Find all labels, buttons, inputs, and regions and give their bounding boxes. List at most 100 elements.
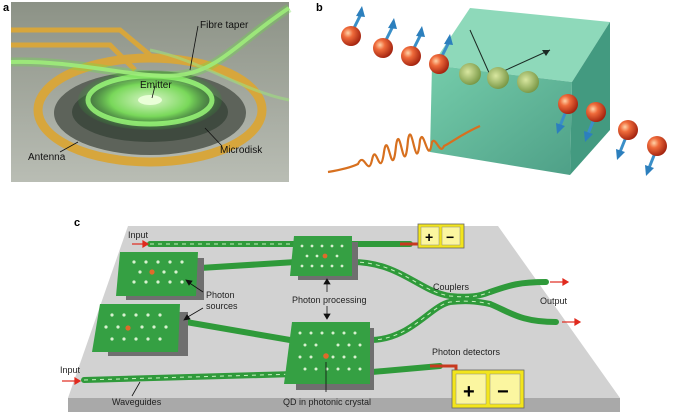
spin-6-head	[584, 131, 593, 142]
battery-top-minus: −	[446, 229, 454, 245]
spin-3-head	[416, 26, 425, 37]
hole	[353, 331, 357, 335]
hole	[134, 337, 138, 341]
hole	[342, 355, 346, 359]
hole	[330, 244, 334, 248]
battery-top-minus-cell	[441, 226, 461, 246]
hole	[310, 244, 314, 248]
hole	[152, 325, 156, 329]
leader-processing-up-head	[323, 278, 331, 285]
hole	[298, 355, 302, 359]
hole	[320, 244, 324, 248]
battery-top-plus-cell	[420, 226, 440, 246]
leader-waveguides	[131, 381, 141, 397]
arrow-output-top-head	[562, 277, 570, 287]
hole	[300, 244, 304, 248]
photon-source-1-slab	[116, 252, 198, 296]
panel-a: a Fibre taper Emitter Antenna Microdisk	[3, 2, 292, 182]
waveguide-dashes	[83, 243, 491, 381]
battery-bottom-plus-cell	[455, 373, 487, 405]
input-top-label: Input	[128, 230, 149, 240]
antenna-leader	[59, 141, 79, 153]
hole	[180, 280, 184, 284]
atom-4	[429, 54, 449, 74]
photon-source-2	[92, 304, 188, 356]
qd-label: QD in photonic crystal	[283, 397, 371, 407]
leader-processing-down-head	[323, 313, 331, 320]
spin-4-head	[444, 34, 453, 45]
hole	[168, 260, 172, 264]
fibre-taper-leader	[189, 25, 199, 71]
hole	[174, 270, 178, 274]
inner-atom-1	[459, 63, 481, 85]
hole	[110, 337, 114, 341]
waveguide-coupler-out-bottom	[487, 301, 559, 325]
hole	[353, 355, 357, 359]
cube-inner-arrowhead	[542, 50, 550, 56]
hole	[104, 325, 108, 329]
waveguides-label: Waveguides	[112, 397, 162, 407]
panel-c: c	[60, 217, 620, 412]
hole	[168, 280, 172, 284]
spin-5-head	[556, 123, 565, 134]
processing-crystal-1-holes	[300, 244, 344, 268]
hole	[122, 337, 126, 341]
battery-top-plus: +	[425, 229, 433, 245]
hole	[335, 254, 339, 258]
photon-source-1	[116, 252, 204, 300]
hole	[336, 343, 340, 347]
waveguide-coupler-out-top	[487, 279, 549, 295]
battery-bottom-minus: −	[497, 381, 509, 403]
spin-1-head	[356, 6, 365, 17]
cube-right-face	[570, 22, 610, 175]
microdisk-leader	[204, 127, 223, 147]
hole	[358, 367, 362, 371]
fibre-taper	[10, 6, 291, 78]
arrow-output-bottom-head	[574, 317, 582, 327]
photon-wave	[327, 124, 481, 174]
waveguide-bottom-to-detector	[369, 363, 443, 375]
atom-3	[401, 46, 421, 66]
processing-crystal-2-holes	[298, 331, 362, 371]
hole	[336, 367, 340, 371]
battery-bottom: + −	[451, 369, 525, 409]
hole	[300, 264, 304, 268]
photon-source-1-qd	[149, 269, 155, 275]
panel-c-letter: c	[74, 217, 80, 229]
atom-1	[341, 26, 361, 46]
hole	[340, 244, 344, 248]
emitter-dot	[138, 95, 162, 105]
hole	[158, 313, 162, 317]
hole	[320, 264, 324, 268]
hole	[140, 325, 144, 329]
hole	[314, 343, 318, 347]
hole	[144, 260, 148, 264]
inner-atom-3	[517, 71, 539, 93]
hole	[347, 367, 351, 371]
spin-7-head	[616, 149, 625, 160]
couplers-label: Couplers	[433, 282, 470, 292]
hole	[134, 313, 138, 317]
cube-top-face	[432, 8, 610, 82]
hole	[303, 367, 307, 371]
processing-crystal-1-slab	[290, 236, 352, 276]
output-label: Output	[540, 296, 568, 306]
photon-source-1-holes	[132, 260, 184, 284]
hole	[331, 355, 335, 359]
arrow-input-bottom-head	[74, 376, 82, 386]
hole	[347, 343, 351, 347]
antenna-feed-upper	[11, 27, 152, 57]
photon-sources-label-2: sources	[206, 301, 238, 311]
hole	[320, 331, 324, 335]
photon-source-2-qd	[125, 325, 131, 331]
hole	[132, 260, 136, 264]
antenna-ring	[33, 53, 267, 167]
hole	[315, 254, 319, 258]
panel-a-letter: a	[3, 2, 10, 14]
hole	[180, 260, 184, 264]
hole	[132, 280, 136, 284]
photon-detectors-label: Photon detectors	[432, 347, 501, 357]
panel-b-letter: b	[316, 2, 323, 14]
hole	[146, 337, 150, 341]
